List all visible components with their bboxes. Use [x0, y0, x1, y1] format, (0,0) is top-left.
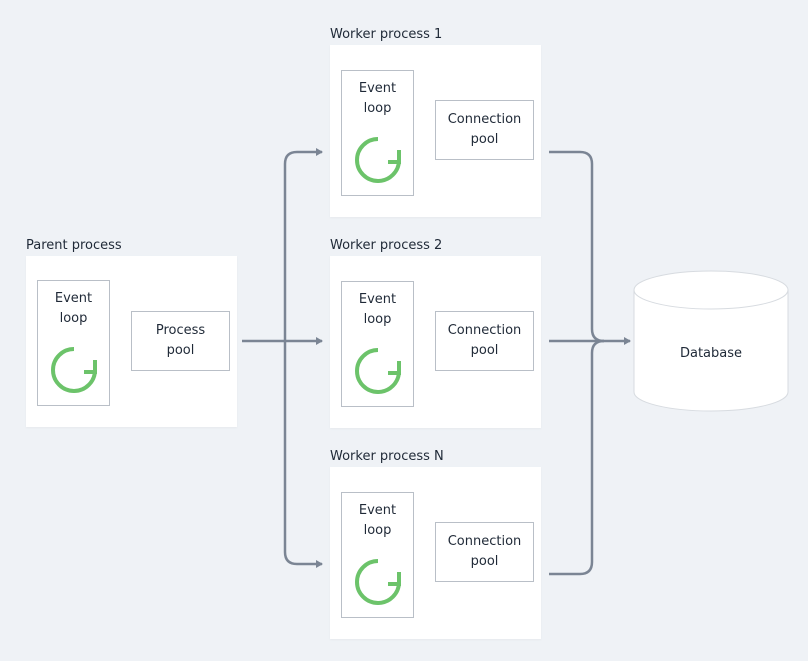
- worker-2-event-loop: Event loop: [341, 281, 414, 407]
- parent-event-loop: Event loop: [37, 280, 110, 406]
- pool-label-line1: Process: [155, 323, 206, 338]
- connection-pool-box: Connection pool: [435, 522, 534, 582]
- connector-worker-1-db: [549, 150, 605, 343]
- event-loop-label-line1: Event: [358, 292, 397, 307]
- pool-label-line2: pool: [470, 132, 499, 147]
- worker-2-title: Worker process 2: [330, 238, 443, 253]
- refresh-cycle-icon: [355, 559, 401, 605]
- worker-1-title: Worker process 1: [330, 27, 443, 42]
- worker-n-event-loop: Event loop: [341, 492, 414, 618]
- cylinder-database-icon: [633, 270, 789, 412]
- connector-worker-n-db: [549, 339, 605, 576]
- pool-label-line2: pool: [470, 554, 499, 569]
- refresh-cycle-icon: [355, 137, 401, 183]
- worker-n-title: Worker process N: [330, 449, 444, 464]
- worker-1-event-loop: Event loop: [341, 70, 414, 196]
- connection-pool-box: Connection pool: [435, 311, 534, 371]
- event-loop-label-line1: Event: [358, 503, 397, 518]
- worker-2-panel: Event loop Connection pool: [330, 256, 541, 428]
- refresh-cycle-icon: [51, 347, 97, 393]
- parent-process-title: Parent process: [26, 238, 122, 253]
- parent-process-panel: Event loop Process pool: [26, 256, 237, 427]
- connector-to-worker-1: [283, 148, 323, 341]
- pool-label-line2: pool: [166, 343, 195, 358]
- worker-1-panel: Event loop Connection pool: [330, 45, 541, 217]
- pool-label-line1: Connection: [447, 112, 522, 127]
- event-loop-label-line1: Event: [358, 81, 397, 96]
- event-loop-label-line2: loop: [363, 101, 392, 116]
- event-loop-label-line1: Event: [54, 291, 93, 306]
- event-loop-label-line2: loop: [59, 311, 88, 326]
- connection-pool-box: Connection pool: [435, 100, 534, 160]
- worker-n-panel: Event loop Connection pool: [330, 467, 541, 639]
- event-loop-label-line2: loop: [363, 312, 392, 327]
- database-label: Database: [679, 346, 743, 361]
- event-loop-label-line2: loop: [363, 523, 392, 538]
- pool-label-line1: Connection: [447, 534, 522, 549]
- process-pool-box: Process pool: [131, 311, 230, 371]
- pool-label-line1: Connection: [447, 323, 522, 338]
- refresh-cycle-icon: [355, 348, 401, 394]
- connector-to-worker-n: [283, 341, 323, 568]
- pool-label-line2: pool: [470, 343, 499, 358]
